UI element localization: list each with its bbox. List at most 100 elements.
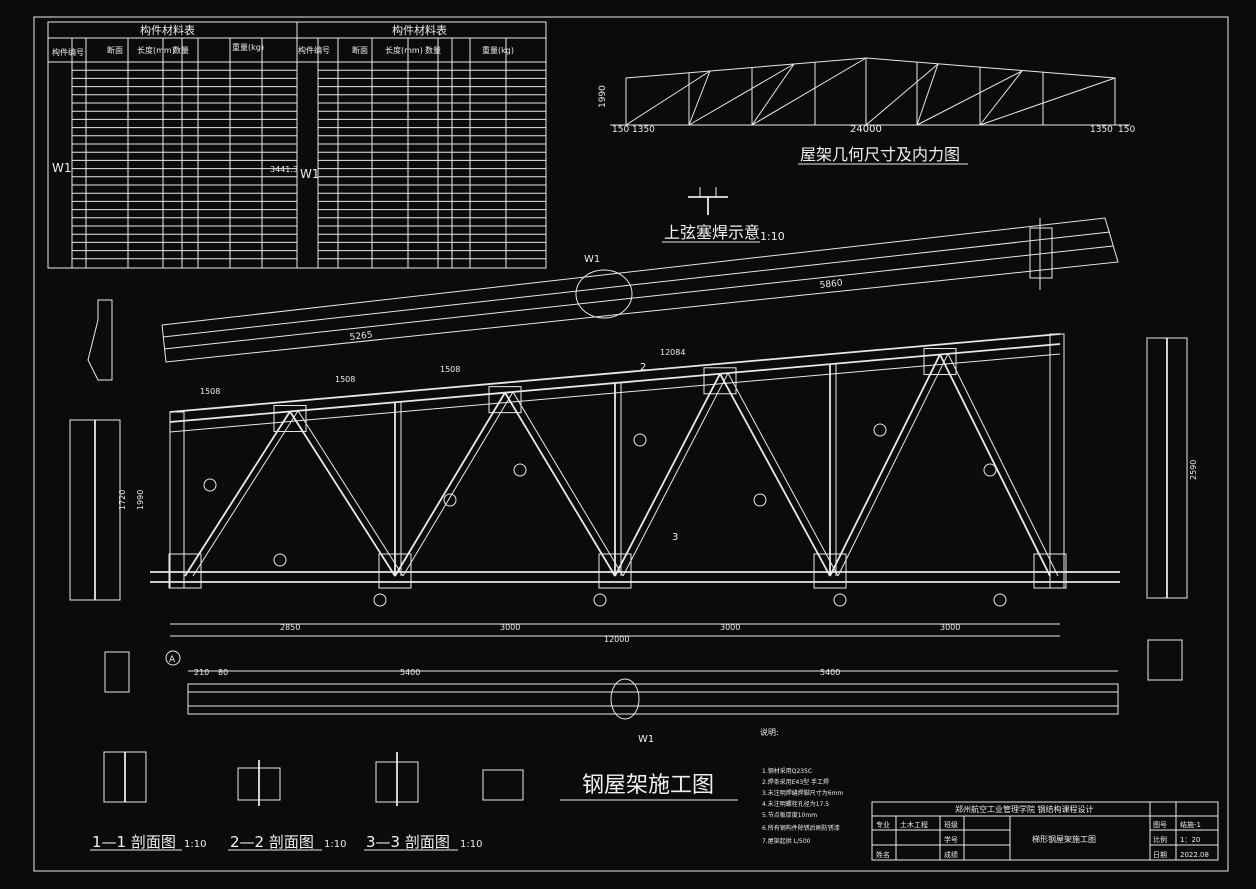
geo-end-offset-right: 150 <box>1118 125 1135 135</box>
tb-sheet-label: 图号 <box>1153 821 1167 829</box>
axis-label: A <box>169 655 176 665</box>
diagonal-web-edge <box>402 391 514 577</box>
hdr-weight-r: 重量(kg) <box>482 45 514 55</box>
member-id-right: W1 <box>300 167 320 181</box>
diagonal-web <box>184 410 291 577</box>
diagonal-web <box>504 392 616 577</box>
section-3-scale: 1:10 <box>460 839 482 850</box>
bottom-chord-plan: W1 5400 5400 210 80 <box>187 668 1119 745</box>
hdr-member: 构件编号 <box>52 47 84 57</box>
diagonal-web <box>829 354 941 577</box>
note-6: 6.所有钢构件除锈后刷防锈漆 <box>762 824 840 832</box>
title-block: 郑州航空工业管理学院 钢结构课程设计 专业 土木工程 班级 姓名 学号 成绩 梯… <box>871 801 1219 861</box>
drawing-title: 钢屋架施工图 <box>582 773 714 798</box>
diagonal-web-edge <box>727 372 839 577</box>
tb-grade-label: 成绩 <box>944 850 958 859</box>
geo-web <box>751 57 867 126</box>
callout-bubble <box>273 553 287 567</box>
diagonal-web <box>719 373 831 577</box>
lower-dim-1: 210 <box>194 668 209 677</box>
diagonal-web-edge <box>297 410 404 577</box>
note-3: 3.未注明焊缝焊脚尺寸为6mm <box>762 789 843 797</box>
geo-height: 1990 <box>598 85 608 108</box>
lower-dim-2: 80 <box>218 668 228 677</box>
panel-1: 1508 <box>200 387 220 396</box>
callout-bubble <box>983 463 997 477</box>
gusset-plate <box>488 386 522 414</box>
tb-drawing-name: 梯形钢屋架施工图 <box>1032 834 1096 844</box>
geo-end-right: 1350 <box>1090 125 1113 135</box>
dim-4: 3000 <box>940 623 960 632</box>
note-2: 2.焊条采用E43型 手工焊 <box>762 778 829 786</box>
callout-bubble <box>873 423 887 437</box>
geo-web <box>865 63 939 126</box>
tb-date-label: 日期 <box>1153 851 1167 859</box>
geo-web <box>979 77 1116 126</box>
weld-detail: 上弦塞焊示意 1:10 <box>662 187 785 243</box>
note-1: 1.钢材采用Q235C <box>762 767 812 775</box>
geo-web <box>979 70 1023 126</box>
note-7: 7.屋架起拱 L/500 <box>762 837 811 845</box>
note-5: 5.节点板厚度10mm <box>762 811 817 819</box>
callout-bubble <box>203 478 217 492</box>
weld-title: 上弦塞焊示意 <box>664 223 760 242</box>
gusset-plate <box>923 348 957 376</box>
sheet-border <box>33 16 1229 872</box>
height-1: 1990 <box>136 490 145 510</box>
diagonal-web <box>394 392 506 577</box>
gusset-plate <box>378 553 412 589</box>
detail-circle-lower <box>610 678 640 720</box>
geo-end-left: 1350 <box>632 125 655 135</box>
notes: 说明: 1.钢材采用Q235C 2.焊条采用E43型 手工焊 3.未注明焊缝焊脚… <box>760 727 843 845</box>
geo-web <box>916 63 939 126</box>
tb-date-value: 2022.08 <box>1180 851 1209 859</box>
cross-sections: 1—1 剖面图 1:10 2—2 剖面图 1:10 3—3 剖面图 1:10 <box>90 751 524 851</box>
hdr-length: 长度(mm) <box>137 45 175 55</box>
panel-2: 1508 <box>335 375 355 384</box>
callout-bubble <box>633 433 647 447</box>
hdr-section: 断面 <box>107 45 123 55</box>
lower-len-2: 5400 <box>820 668 840 677</box>
callout-bubble <box>833 593 847 607</box>
notes-heading: 说明: <box>760 727 779 737</box>
gusset-plate <box>598 553 632 589</box>
geo-web <box>916 70 1023 126</box>
section-2-title: 2—2 剖面图 <box>230 833 314 851</box>
table-title-left: 构件材料表 <box>140 23 195 37</box>
truss-elevation: 1508 1508 1508 12084 1990 1720 2590 2850… <box>118 333 1198 666</box>
geo-span: 24000 <box>850 124 882 135</box>
height-2: 1720 <box>118 490 127 510</box>
hdr-member-r: 构件编号 <box>298 45 330 55</box>
dim-3: 3000 <box>720 623 740 632</box>
hdr-qty: 数量 <box>173 45 189 55</box>
callout-bubble <box>753 493 767 507</box>
chord-len-1: 5265 <box>349 330 373 343</box>
tb-major-value: 土木工程 <box>900 820 928 829</box>
geo-web <box>751 63 795 126</box>
note-4: 4.未注明螺栓孔径为17.5 <box>762 800 829 808</box>
callout-bubble <box>593 593 607 607</box>
tb-major-label: 专业 <box>876 820 890 829</box>
section-mark-3: 3 <box>672 532 678 543</box>
chord-len-2: 5860 <box>819 278 843 291</box>
tb-class-label: 班级 <box>944 820 958 829</box>
member-id-left: W1 <box>52 161 72 175</box>
lower-len-1: 5400 <box>400 668 420 677</box>
section-mark-2: 2 <box>640 362 646 373</box>
geo-end-offset-left: 150 <box>612 125 629 135</box>
diagonal-web-edge <box>512 391 624 577</box>
axis-bubble <box>165 650 181 666</box>
section-2-scale: 1:10 <box>324 839 346 850</box>
dim-2: 3000 <box>500 623 520 632</box>
gusset-plate <box>273 404 307 432</box>
dim-1: 2850 <box>280 623 300 632</box>
geo-title: 屋架几何尺寸及内力图 <box>800 145 960 164</box>
diagonal-web-edge <box>192 410 299 577</box>
institution: 郑州航空工业管理学院 钢结构课程设计 <box>955 804 1094 814</box>
diagonal-web-edge <box>622 372 729 577</box>
hdr-weight: 重量(kg) <box>232 42 264 52</box>
panel-3: 1508 <box>440 365 460 374</box>
callout-bubble <box>443 493 457 507</box>
chord-len-3: 12084 <box>660 348 685 357</box>
